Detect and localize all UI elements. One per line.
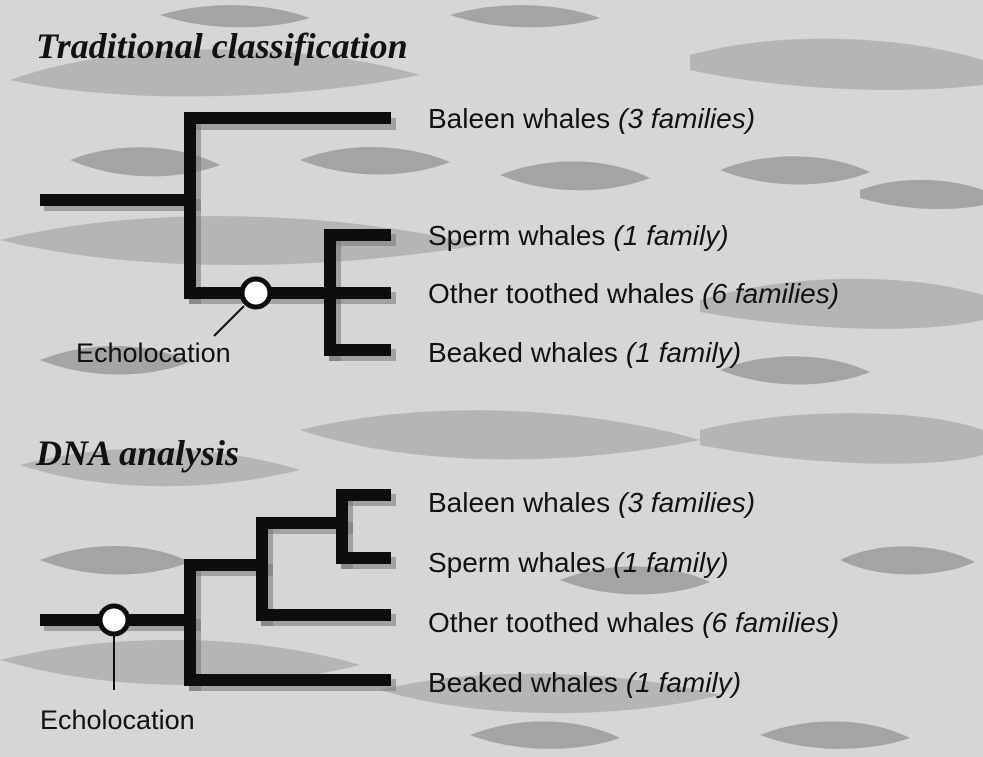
dna-echolocation-marker bbox=[100, 606, 128, 634]
traditional-echolocation-marker bbox=[242, 279, 270, 307]
traditional-title: Traditional classification bbox=[36, 26, 408, 66]
dna-leaf-beaked: Beaked whales(1 family) bbox=[428, 667, 741, 698]
dna-leaf-baleen: Baleen whales(3 families) bbox=[428, 487, 755, 518]
traditional-leaf-baleen: Baleen whales(3 families) bbox=[428, 103, 755, 134]
dna-title: DNA analysis bbox=[35, 433, 239, 473]
dna-echolocation-label: Echolocation bbox=[40, 705, 195, 735]
dna-leaf-other-toothed: Other toothed whales(6 families) bbox=[428, 607, 839, 638]
traditional-leaf-sperm: Sperm whales(1 family) bbox=[428, 220, 729, 251]
traditional-echolocation-label: Echolocation bbox=[76, 338, 231, 368]
traditional-leaf-other-toothed: Other toothed whales(6 families) bbox=[428, 278, 839, 309]
traditional-leaf-beaked: Beaked whales(1 family) bbox=[428, 337, 741, 368]
dna-leaf-sperm: Sperm whales(1 family) bbox=[428, 547, 729, 578]
